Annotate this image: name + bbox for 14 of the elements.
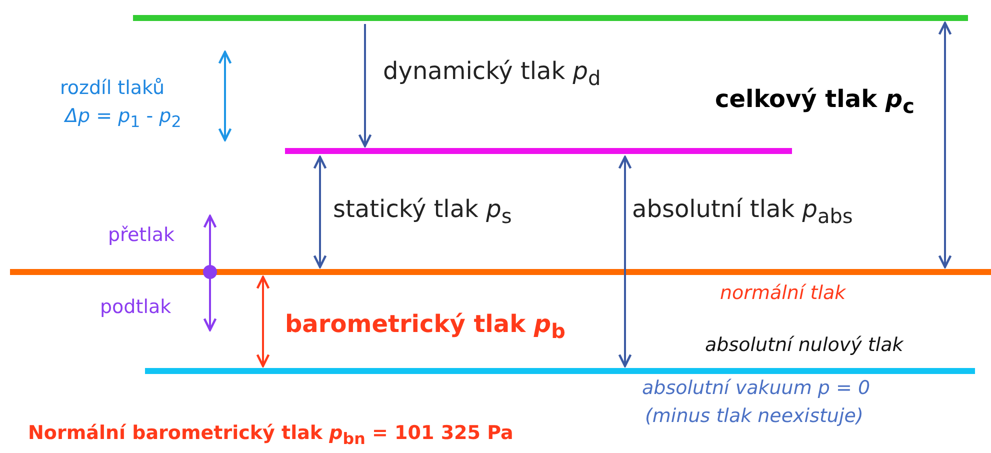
annotation: podtlak [100,297,172,319]
annotation: absolutní nulový tlak [705,335,904,357]
note: absolutní vakuum p = 0 [642,378,870,400]
annotation: absolutní tlak p$_{abs}$ [632,196,853,228]
annotation: celkový tlak p$_{c}$ [715,86,914,118]
annotation: barometrický tlak p$_{b}$ [285,311,566,343]
note: (minus tlak neexistuje) [645,406,864,428]
annotation: dynamický tlak p$_{d}$ [383,58,601,90]
annotation: statický tlak p$_{s}$ [333,196,512,228]
formula: Δp = p$_{1}$ - p$_{2}$ [65,106,182,131]
annotation: normální tlak [720,283,846,305]
annotation: rozdíl tlaků [60,78,164,100]
note: Normální barometrický tlak p$_{bn}$ = 101 325 Pa [28,423,514,448]
annotation: přetlak [108,225,175,247]
